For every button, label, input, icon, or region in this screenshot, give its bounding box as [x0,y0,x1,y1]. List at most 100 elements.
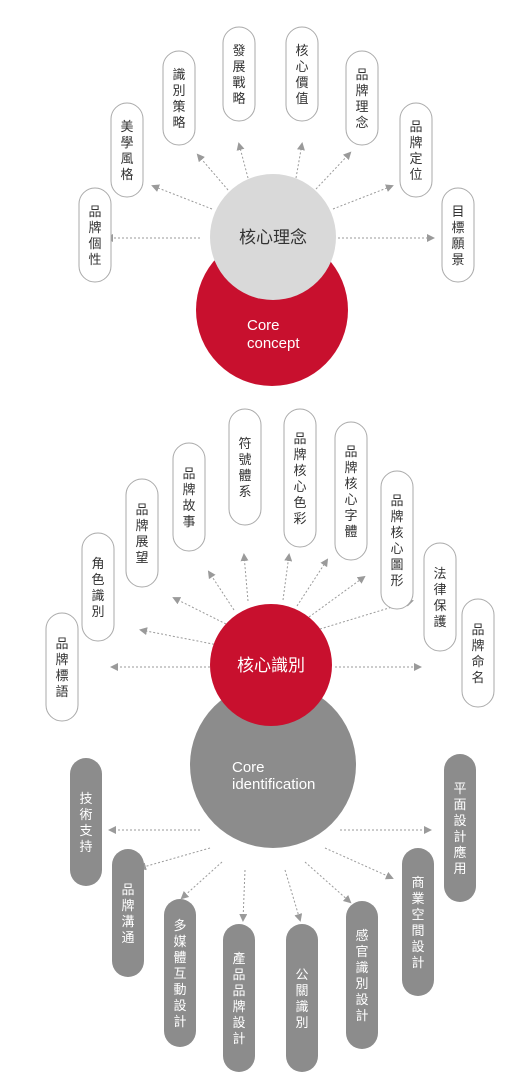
concept-arrow-6 [332,184,394,210]
identification-top-pill-shape-1 [81,532,115,642]
concept-pill-5: 品牌理念 [345,50,379,146]
identification-section: 品牌標語 角色識別 品牌展望 品牌故事 符號體系 品牌核心色彩 品牌核心字體品牌核心圖形法律… [45,408,495,1072]
concept-pills: 品牌個性美學風格識別策略發展戰略核心價值品牌理念品牌定位目標願景 [78,26,475,283]
concept-arrow-3 [236,142,249,179]
concept-arrow-2 [196,153,229,191]
identification-bottom-pill-label-7: 平面設計應用 [453,782,466,877]
concept-pill-label-2: 識別策略 [172,68,185,131]
concept-pill-3: 發展戰略 [222,26,256,122]
concept-pill-label-5: 品牌理念 [355,68,368,131]
identification-top-pill-label-3: 品牌故事 [182,467,195,530]
identification-bottom-pill-4: 公關識別 [286,924,318,1072]
identification-top-pill-shape-9 [461,598,495,708]
concept-gray-circle [210,174,336,300]
identification-pills: 品牌標語 角色識別 品牌展望 品牌故事 符號體系 品牌核心色彩 品牌核心字體品牌核心圖形法律… [45,408,495,1072]
identification-arrow-12 [180,861,223,900]
identification-bottom-pill-shape-2 [164,899,196,1047]
identification-top-pill-label-6: 品牌核心字體 [344,445,357,540]
identification-bottom-pill-0: 技術支持 [70,758,102,886]
concept-en-line2: concept [247,335,300,352]
identification-arrow-14 [284,869,303,922]
identification-top-pill-label-7: 品牌核心圖形 [390,494,403,589]
identification-top-pill-label-1: 角色識別 [91,557,104,620]
identification-top-pill-shape-8 [423,542,457,652]
identification-top-pill-shape-0 [45,612,79,722]
concept-pill-shape-0 [78,187,112,283]
concept-pill-shape-3 [222,26,256,122]
identification-arrow-1 [139,627,219,646]
concept-pill-1: 美學風格 [110,102,144,198]
identification-top-pill-4: 符號體系 [228,408,262,526]
concept-pill-label-6: 品牌定位 [409,120,422,183]
identification-center-label: 核心識別 [237,656,305,676]
identification-bottom-pill-2: 多媒體互動設計 [164,899,196,1047]
identification-bottom-pill-1: 品牌溝通 [112,849,144,977]
identification-bottom-pill-shape-7 [444,754,476,902]
concept-arrow-4 [295,142,305,179]
concept-pill-shape-4 [285,26,319,122]
identification-top-pill-label-0: 品牌標語 [55,637,68,700]
concept-pill-shape-7 [441,187,475,283]
identification-arrow-11 [138,847,211,871]
identification-bottom-pill-5: 感官識別設計 [346,901,378,1049]
identification-top-pill-3: 品牌故事 [172,442,206,552]
identification-arrow-7 [308,575,366,618]
identification-top-pill-6: 品牌核心字體 [334,421,368,561]
identification-arrow-15 [304,861,352,904]
identification-top-pill-9: 品牌命名 [461,598,495,708]
identification-top-pill-shape-7 [380,470,414,610]
identification-arrow-16 [324,847,394,880]
identification-en-line2: identification [232,776,315,793]
concept-arrow-5 [315,151,352,190]
identification-top-pill-label-2: 品牌展望 [135,503,148,566]
concept-en-line1: Core [247,317,280,334]
identification-bottom-pill-label-5: 感官識別設計 [355,928,368,1024]
concept-pill-label-4: 核心價值 [295,44,308,107]
identification-en-line1: Core [232,759,265,776]
identification-top-pill-2: 品牌展望 [125,478,159,588]
concept-pill-shape-2 [162,50,196,146]
identification-top-pill-8: 法律保護 [423,542,457,652]
identification-red-circle [210,604,332,726]
identification-top-pill-label-8: 法律保護 [433,567,446,630]
identification-gray-circle [190,682,356,848]
identification-top-pill-label-5: 品牌核心色彩 [293,432,306,527]
identification-bottom-pill-label-0: 技術支持 [79,792,92,855]
identification-bottom-pill-label-4: 公關識別 [295,968,308,1031]
identification-top-pill-0: 品牌標語 [45,612,79,722]
identification-top-pill-shape-6 [334,421,368,561]
identification-bottom-pill-label-1: 品牌溝通 [121,883,134,946]
concept-pill-2: 識別策略 [162,50,196,146]
identification-bottom-pill-shape-5 [346,901,378,1049]
identification-top-pill-shape-4 [228,408,262,526]
identification-arrow-13 [239,869,248,922]
concept-pill-shape-6 [399,102,433,198]
concept-center-label: 核心理念 [239,227,307,248]
concept-pill-label-0: 品牌個性 [88,205,101,268]
identification-bottom-pill-label-3: 產品品牌設計 [232,951,245,1047]
identification-arrow-3 [207,570,235,611]
identification-bottom-pill-shape-3 [223,924,255,1072]
identification-arrow-4 [240,553,249,602]
concept-arrow-1 [151,184,213,210]
identification-bottom-pill-6: 商業空間設計 [402,848,434,996]
identification-arrow-6 [296,558,329,607]
identification-top-pill-1: 角色識別 [81,532,115,642]
identification-top-pill-label-9: 品牌命名 [471,623,484,686]
identification-bottom-pill-label-6: 商業空間設計 [411,876,424,971]
identification-bottom-pill-shape-1 [112,849,144,977]
concept-pill-label-3: 發展戰略 [232,44,245,107]
concept-pill-6: 品牌定位 [399,102,433,198]
concept-pill-0: 品牌個性 [78,187,112,283]
concept-pill-shape-1 [110,102,144,198]
identification-bottom-pill-shape-6 [402,848,434,996]
concept-pill-shape-5 [345,50,379,146]
identification-top-pill-label-4: 符號體系 [238,436,251,500]
identification-top-pill-7: 品牌核心圖形 [380,470,414,610]
identification-bottom-pill-7: 平面設計應用 [444,754,476,902]
identification-bottom-pill-label-2: 多媒體互動設計 [173,918,186,1030]
concept-pill-4: 核心價值 [285,26,319,122]
identification-bottom-pill-shape-0 [70,758,102,886]
identification-bottom-pill-3: 產品品牌設計 [223,924,255,1072]
